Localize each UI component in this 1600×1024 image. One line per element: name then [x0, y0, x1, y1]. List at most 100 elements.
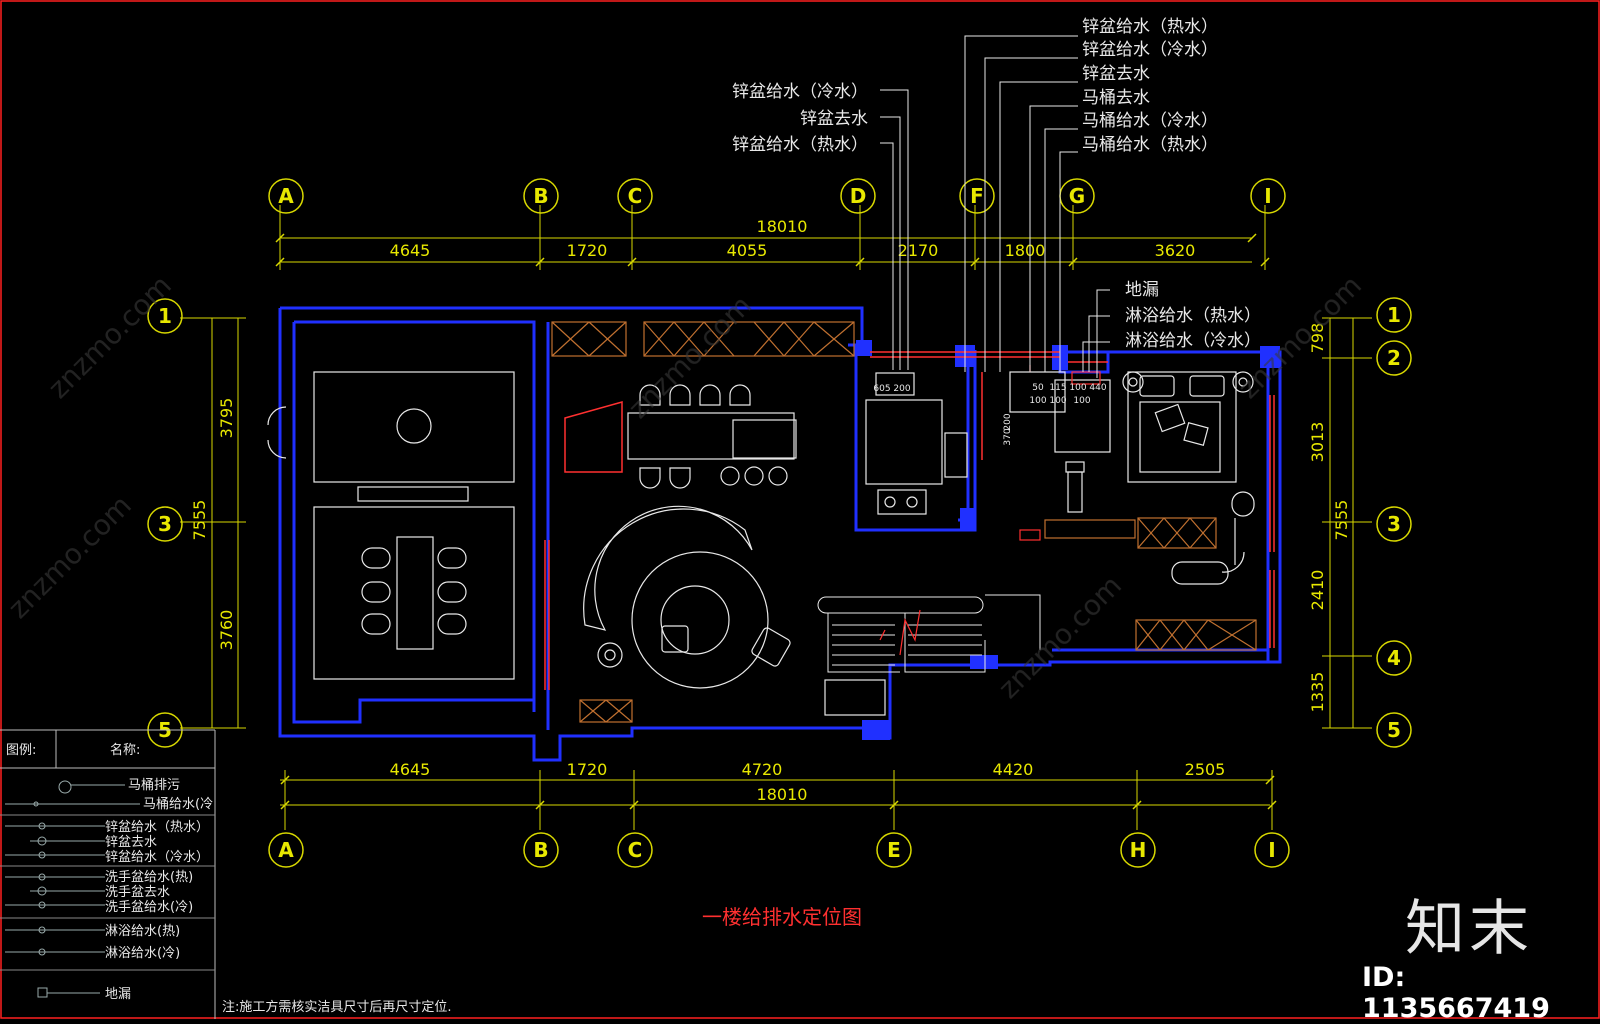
dim-right-seg: 2410 [1308, 570, 1327, 611]
grid-label-bottom: I [1268, 838, 1275, 862]
grid-label-bottom: B [533, 838, 548, 862]
legend-texts: 图例: 名称: 马桶排污 马桶给水(冷 锌盆给水（热水） 锌盆去水 锌盆给水（冷… [6, 742, 213, 1002]
plan-dim: 440 [1089, 383, 1106, 393]
callout-shower: 地漏 [1125, 280, 1159, 300]
legend-item: 锌盆去水 [105, 835, 157, 850]
dimension-ticks [275, 233, 1277, 810]
dim-left-seg: 3795 [217, 398, 236, 439]
living-area-furniture [267, 371, 515, 680]
grid-label-bottom: H [1130, 838, 1147, 862]
stair-arrow [879, 609, 921, 656]
grid-label-top: C [628, 184, 643, 208]
callout-bath: 马桶给水（冷水） [1082, 111, 1218, 131]
legend-item: 淋浴给水(冷) [105, 946, 180, 961]
callout-bath: 锌盆去水 [1082, 64, 1150, 84]
grid-label-top: A [278, 184, 294, 208]
dining-kitchen-furniture [583, 372, 968, 716]
drawing-title: 一楼给排水定位图 [702, 905, 862, 929]
grid-label-bottom: A [278, 838, 294, 862]
callout-shower: 淋浴给水（热水） [1125, 306, 1261, 326]
plan-dim: 370 [1003, 428, 1013, 445]
grid-label-right: 2 [1387, 346, 1401, 370]
dim-left-total: 7555 [190, 500, 209, 541]
legend-header-name: 名称: [110, 742, 140, 758]
legend-item: 锌盆给水（热水） [105, 820, 209, 835]
grid-label-left: 3 [158, 512, 172, 536]
callout-bath: 马桶给水（热水） [1082, 135, 1218, 155]
plan-dim: 100 [1069, 383, 1086, 393]
grid-label-right: 4 [1387, 646, 1401, 670]
svg-text:znzmo.com: znzmo.com [992, 569, 1128, 705]
grid-label-right: 1 [1387, 303, 1401, 327]
dim-top-total: 18010 [757, 217, 808, 236]
legend-symbols [5, 780, 140, 998]
callout-shower: 淋浴给水（冷水） [1125, 331, 1261, 351]
legend-item: 马桶排污 [128, 778, 180, 793]
svg-text:znzmo.com: znzmo.com [2, 489, 138, 625]
pipes [544, 351, 1275, 690]
grid-label-right: 5 [1387, 718, 1401, 742]
dim-right-seg: 798 [1308, 323, 1327, 354]
drawing-note: 注:施工方需核实洁具尺寸后再尺寸定位. [222, 999, 452, 1015]
plan-dim: 50 [1032, 383, 1044, 393]
grid-label-top: I [1264, 184, 1271, 208]
watermark-logo: 知末 [1405, 894, 1533, 964]
legend-item: 洗手盆给水(冷) [105, 900, 193, 915]
walls [278, 306, 1282, 762]
plan-dim: 200 [893, 384, 910, 394]
legend-item: 洗手盆去水 [105, 885, 170, 900]
legend-item: 马桶给水(冷 [143, 797, 213, 812]
dim-bottom-seg: 2505 [1185, 760, 1226, 779]
dim-top-seg: 4645 [390, 241, 431, 260]
dim-bottom-total: 18010 [757, 785, 808, 804]
grid-label-top: F [970, 184, 984, 208]
plan-dim: 115 [1049, 383, 1066, 393]
callout-kitchen: 锌盆去水 [800, 109, 868, 129]
cabinets [551, 321, 1257, 723]
legend-item: 地漏 [105, 986, 131, 1002]
grid-label-bottom: C [628, 838, 643, 862]
legend-item: 洗手盆给水(热) [105, 870, 193, 885]
legend-header-symbol: 图例: [6, 743, 36, 758]
dim-bottom-seg: 4420 [993, 760, 1034, 779]
grid-label-left: 1 [158, 304, 172, 328]
legend-item: 锌盆给水（冷水） [105, 850, 209, 865]
bath-bedroom-furniture [1009, 371, 1255, 585]
dim-top-seg: 1720 [567, 241, 608, 260]
plan-dim: 605 [873, 384, 890, 394]
callout-leaders [880, 35, 1110, 378]
dim-right-seg: 1335 [1308, 672, 1327, 713]
dim-top-seg: 4055 [727, 241, 768, 260]
dim-right-seg: 3013 [1308, 422, 1327, 463]
callout-bath: 锌盆给水（冷水） [1082, 40, 1218, 60]
callout-bath: 马桶去水 [1082, 88, 1150, 108]
dim-bottom-seg: 1720 [567, 760, 608, 779]
dim-right-total: 7555 [1332, 500, 1351, 541]
grid-labels: A B C D F G I A B C E H I 1 3 5 1 2 3 4 … [158, 184, 1401, 862]
dim-top-seg: 3620 [1155, 241, 1196, 260]
plan-dim: 200 [1003, 413, 1013, 430]
grid-label-top: B [533, 184, 548, 208]
legend: 图例: 名称: 马桶排污 马桶给水(冷 锌盆给水（热水） 锌盆去水 锌盆给水（冷… [0, 729, 452, 1019]
dim-left-seg: 3760 [217, 610, 236, 651]
dim-top-seg: 2170 [898, 241, 939, 260]
grid-label-bottom: E [887, 838, 901, 862]
plan-dims: 605 200 370 200 50 115 100 100 440 100 1… [873, 383, 1106, 446]
plan-dim: 100 [1049, 396, 1066, 406]
staircase [817, 594, 1041, 673]
callout-bath: 锌盆给水（热水） [1082, 17, 1218, 37]
grid-label-top: D [850, 184, 867, 208]
watermark-id: ID: 1135667419 [1362, 962, 1550, 1024]
callout-texts: 锌盆给水（冷水） 锌盆去水 锌盆给水（热水） 锌盆给水（热水） 锌盆给水（冷水）… [732, 17, 1261, 351]
tv-armchair [564, 401, 623, 473]
plan-dim: 100 [1029, 396, 1046, 406]
plan-dim: 100 [1073, 396, 1090, 406]
callout-kitchen: 锌盆给水（冷水） [732, 82, 868, 102]
grid-label-top: G [1069, 184, 1085, 208]
callout-kitchen: 锌盆给水（热水） [732, 135, 868, 155]
grid-label-right: 3 [1387, 512, 1401, 536]
legend-item: 淋浴给水(热) [105, 924, 180, 939]
dimension-texts: 18010 4645 1720 4055 2170 1800 3620 1801… [190, 217, 1351, 804]
